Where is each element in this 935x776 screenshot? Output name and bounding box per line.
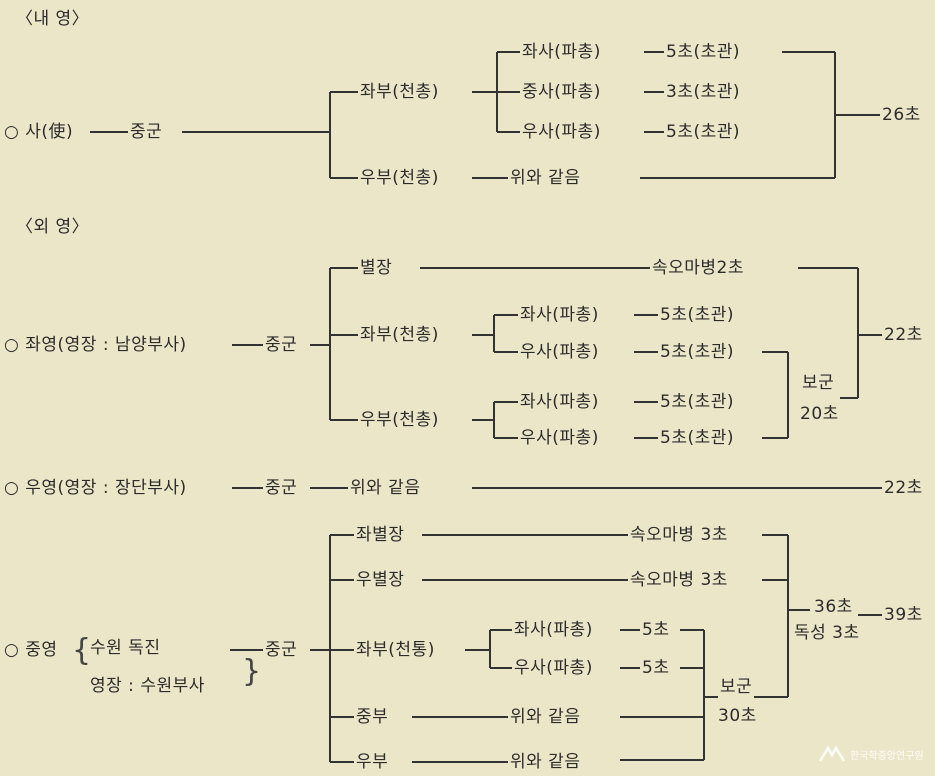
jungyeong-jwasa-value: 5초 bbox=[640, 619, 672, 641]
jungyeong-jwabyeoljang-value: 속오마병 3초 bbox=[628, 524, 730, 546]
jungyeong-bogun: 보군 bbox=[718, 676, 755, 698]
jwayeong-jwabu-jwasa: 좌사(파총) bbox=[518, 304, 601, 326]
jungyeong-dokseong: 독성 3초 bbox=[792, 622, 862, 644]
jungyeong-jungbu-note: 위와 같음 bbox=[508, 706, 583, 728]
jungyeong-ubyeoljang-value: 속오마병 3초 bbox=[628, 569, 730, 591]
inner-usa: 우사(파총) bbox=[520, 121, 603, 143]
jungyeong-subtotal: 36초 bbox=[812, 596, 855, 618]
logo-text: 한국학중앙연구원 bbox=[850, 750, 924, 762]
jwayeong-ubu-usa-value: 5초(초관) bbox=[658, 427, 737, 449]
jungyeong-bogun-value: 30초 bbox=[716, 705, 759, 727]
jwayeong-ubu-usa: 우사(파총) bbox=[518, 427, 601, 449]
inner-ubu: 우부(천총) bbox=[358, 167, 441, 189]
jwayeong-bogun-value: 20초 bbox=[798, 403, 841, 425]
jungyeong-usa: 우사(파총) bbox=[512, 657, 595, 679]
section-title-inner: 〈내 영〉 bbox=[14, 8, 92, 30]
jungyeong-usa-value: 5초 bbox=[640, 657, 672, 679]
jungyeong-ubyeoljang: 우별장 bbox=[354, 569, 407, 591]
left-brace: { bbox=[72, 633, 92, 668]
jwayeong-bogun: 보군 bbox=[800, 372, 837, 394]
right-brace: } bbox=[242, 654, 262, 689]
jwayeong-total: 22초 bbox=[882, 324, 925, 346]
uyeong-note: 위와 같음 bbox=[348, 477, 423, 499]
jwayeong-jwabu-jwasa-value: 5초(초관) bbox=[658, 304, 737, 326]
inner-jwasa-value: 5초(초관) bbox=[664, 41, 743, 63]
jungyeong-jwabyeoljang: 좌별장 bbox=[354, 524, 407, 546]
jungyeong-total: 39초 bbox=[882, 604, 925, 626]
uyeong-root: ○ 우영(영장 : 장단부사) bbox=[2, 477, 189, 499]
academy-logo-icon bbox=[818, 745, 846, 762]
inner-usa-value: 5초(초관) bbox=[664, 121, 743, 143]
jungyeong-root: ○ 중영 bbox=[2, 639, 60, 661]
jwayeong-ubu: 우부(천총) bbox=[358, 409, 441, 431]
jungyeong-jwasa: 좌사(파총) bbox=[512, 619, 595, 641]
jungyeong-ubu: 우부 bbox=[354, 751, 391, 773]
jwayeong-jwabu-usa-value: 5초(초관) bbox=[658, 341, 737, 363]
inner-ubu-note: 위와 같음 bbox=[508, 167, 583, 189]
inner-jungsa-value: 3초(초관) bbox=[664, 81, 743, 103]
jwayeong-ubu-jwasa: 좌사(파총) bbox=[518, 391, 601, 413]
jungyeong-ubu-note: 위와 같음 bbox=[508, 751, 583, 773]
watermark-logo: 한국학중앙연구원 bbox=[818, 742, 928, 766]
inner-junggun: 중군 bbox=[128, 121, 165, 143]
jungyeong-jwabu: 좌부(천통) bbox=[354, 639, 437, 661]
section-title-outer: 〈외 영〉 bbox=[14, 216, 92, 238]
inner-jwabu: 좌부(천총) bbox=[358, 81, 441, 103]
jungyeong-line2: 영장 : 수원부사 bbox=[88, 675, 207, 697]
jwayeong-byeoljang: 별장 bbox=[358, 257, 395, 279]
jwayeong-root: ○ 좌영(영장 : 남양부사) bbox=[2, 334, 189, 356]
inner-root: ○ 사(使) bbox=[2, 121, 76, 143]
jwayeong-jwabu-usa: 우사(파총) bbox=[518, 341, 601, 363]
jwayeong-jwabu: 좌부(천총) bbox=[358, 324, 441, 346]
uyeong-total: 22초 bbox=[882, 477, 925, 499]
inner-jungsa: 중사(파총) bbox=[520, 81, 603, 103]
jwayeong-byeoljang-value: 속오마병2초 bbox=[650, 257, 747, 279]
jungyeong-line1: 수원 독진 bbox=[88, 637, 163, 659]
uyeong-junggun: 중군 bbox=[263, 477, 300, 499]
jungyeong-junggun: 중군 bbox=[263, 639, 300, 661]
jwayeong-junggun: 중군 bbox=[263, 334, 300, 356]
jwayeong-ubu-jwasa-value: 5초(초관) bbox=[658, 391, 737, 413]
inner-jwasa: 좌사(파총) bbox=[520, 41, 603, 63]
inner-total: 26초 bbox=[880, 104, 923, 126]
jungyeong-jungbu: 중부 bbox=[354, 706, 391, 728]
